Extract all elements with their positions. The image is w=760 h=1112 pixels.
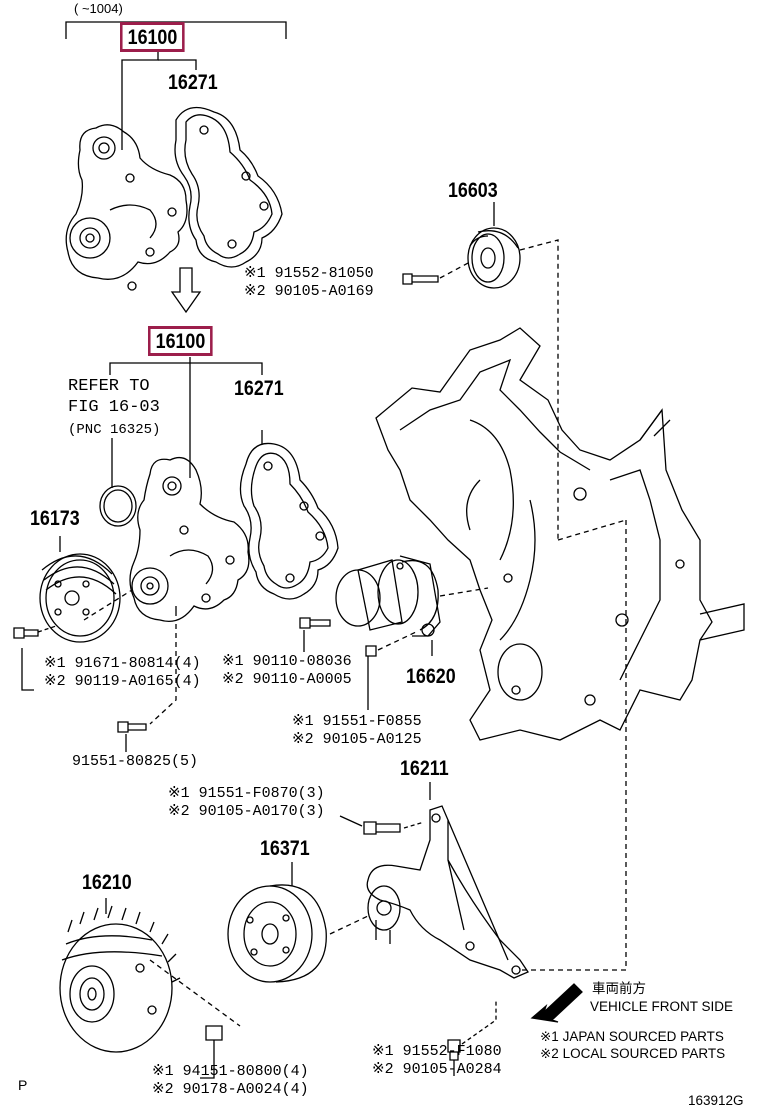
refer-line-2[interactable]: FIG 16-03 — [68, 398, 160, 417]
vehicle-front-en: VEHICLE FRONT SIDE — [590, 999, 734, 1014]
bolt-mid — [299, 617, 331, 652]
bolt-16173-japan[interactable]: ※1 91671-80814(4) — [44, 655, 201, 672]
production-range-label: ( ~1004) — [74, 1, 123, 16]
bolt-16211-japan[interactable]: ※1 91551-F0870(3) — [168, 785, 325, 802]
refer-line-1: REFER TO — [68, 377, 150, 396]
bolt-16211 — [339, 815, 425, 835]
nut-16210 — [200, 1025, 223, 1079]
part-16211[interactable]: 16211 — [400, 757, 449, 780]
bolt-91551-80825[interactable]: 91551-80825(5) — [72, 753, 199, 770]
fan-pulley-16371 — [227, 862, 369, 983]
down-arrow — [170, 267, 202, 314]
tensioner-16620 — [335, 555, 441, 656]
part-16210[interactable]: 16210 — [82, 871, 132, 894]
bolt-mid-local[interactable]: ※2 90110-A0005 — [222, 671, 352, 688]
refer-line-3: (PNC 16325) — [68, 422, 161, 438]
bolt-16173 — [13, 625, 57, 691]
vehicle-front-arrow — [530, 983, 583, 1023]
part-16603[interactable]: 16603 — [448, 179, 498, 202]
bolt-16210-local[interactable]: ※2 90178-A0024(4) — [152, 1081, 309, 1098]
bolt-16620-local[interactable]: ※2 90105-A0125 — [292, 731, 422, 748]
timing-chain-cover — [375, 327, 745, 741]
alignment-lines — [439, 239, 627, 971]
fan-clutch-16210 — [59, 898, 241, 1053]
water-pump-top — [65, 124, 188, 291]
legend-japan-sourced: ※1 JAPAN SOURCED PARTS — [540, 1029, 724, 1044]
part-16371[interactable]: 16371 — [260, 837, 310, 860]
corner-marker: P — [18, 1077, 28, 1093]
bolt-80825 — [117, 624, 177, 752]
gasket-mid — [239, 430, 339, 600]
part-16173[interactable]: 16173 — [30, 507, 80, 530]
part-16620[interactable]: 16620 — [406, 665, 456, 688]
bolt-mid-japan[interactable]: ※1 90110-08036 — [222, 653, 352, 670]
bolt-16173-local[interactable]: ※2 90119-A0165(4) — [44, 673, 201, 690]
gasket-top — [174, 106, 283, 268]
part-16100-top[interactable]: 16100 — [120, 22, 185, 52]
pulley-16173 — [39, 536, 133, 643]
water-pump-mid — [129, 456, 250, 623]
o-ring — [99, 438, 137, 527]
bolt-16603 — [402, 261, 471, 285]
bolt-16603-japan[interactable]: ※1 91552-81050 — [244, 265, 374, 282]
idler-pulley-16603 — [467, 202, 521, 289]
bolt-16210-japan[interactable]: ※1 94151-80800(4) — [152, 1063, 309, 1080]
part-16271-top[interactable]: 16271 — [168, 71, 218, 94]
legend-local-sourced: ※2 LOCAL SOURCED PARTS — [540, 1046, 726, 1061]
bolt-bottom — [447, 1000, 497, 1076]
part-16100-mid[interactable]: 16100 — [148, 326, 213, 356]
bolt-16620-japan[interactable]: ※1 91551-F0855 — [292, 713, 422, 730]
bolt-16211-local[interactable]: ※2 90105-A0170(3) — [168, 803, 325, 820]
bolt-16603-local[interactable]: ※2 90105-A0169 — [244, 283, 374, 300]
mid-leaders — [109, 357, 263, 478]
part-16271-mid[interactable]: 16271 — [234, 377, 284, 400]
bolt-bottom-japan[interactable]: ※1 91552-F1080 — [372, 1043, 502, 1060]
figure-id: 163912G — [688, 1093, 744, 1108]
vehicle-front-jp: 車両前方 — [592, 981, 646, 996]
bolt-bottom-local[interactable]: ※2 90105-A0284 — [372, 1061, 502, 1078]
top-leaders — [121, 52, 197, 150]
fan-bracket-16211 — [366, 782, 529, 979]
bolt-16620 — [365, 631, 417, 710]
